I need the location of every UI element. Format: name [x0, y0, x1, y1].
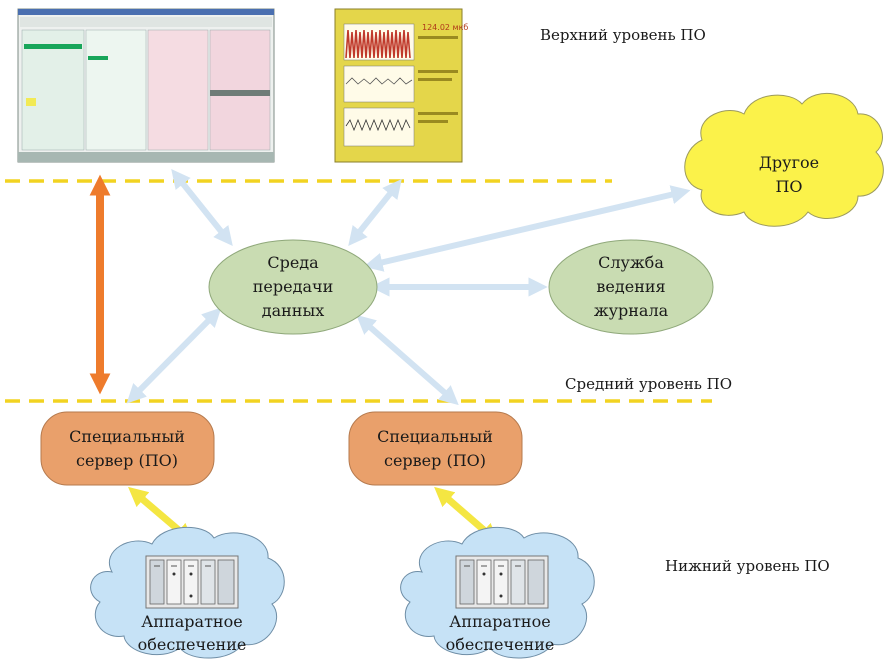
hardware-left-line-2: обеспечение	[138, 635, 247, 654]
data-transfer-medium: Среда передачи данных	[208, 239, 378, 335]
other-software-line-1: Другое	[759, 153, 819, 172]
hardware-left-line-1: Аппаратное	[141, 612, 242, 631]
media-line-2: передачи	[253, 277, 333, 296]
hardware-left: Аппаратное обеспечение	[90, 526, 285, 659]
special-server-right: Специальный сервер (ПО)	[348, 411, 523, 486]
hardware-right: Аппаратное обеспечение	[400, 526, 595, 659]
other-software-cloud: Другое ПО	[684, 92, 884, 227]
journal-line-2: ведения	[596, 277, 665, 296]
monitor-value: 124.02 мкб	[422, 23, 468, 32]
media-line-1: Среда	[267, 253, 319, 272]
server-right-line-2: сервер (ПО)	[384, 451, 486, 470]
server-left-line-2: сервер (ПО)	[76, 451, 178, 470]
arrow-screen2-media	[348, 179, 402, 246]
journal-line-3: журнала	[594, 301, 669, 320]
journal-line-1: Служба	[598, 253, 664, 272]
hardware-rack-icon	[455, 555, 549, 609]
hardware-right-line-1: Аппаратное	[449, 612, 550, 631]
special-server-left: Специальный сервер (ПО)	[40, 411, 215, 486]
monitor-app-screenshot: 124.02 мкб	[334, 8, 468, 163]
hardware-rack-icon	[145, 555, 239, 609]
hardware-right-line-2: обеспечение	[446, 635, 555, 654]
level-label-middle: Средний уровень ПО	[565, 375, 732, 393]
logging-service: Служба ведения журнала	[548, 239, 714, 335]
arrow-server-right-media	[356, 314, 459, 406]
level-label-top: Верхний уровень ПО	[540, 26, 706, 44]
arrow-server-left-media	[126, 307, 222, 404]
server-left-line-1: Специальный	[69, 427, 185, 446]
main-app-screenshot	[17, 8, 275, 163]
level-label-bottom: Нижний уровень ПО	[665, 557, 830, 575]
server-right-line-1: Специальный	[377, 427, 493, 446]
other-software-line-2: ПО	[775, 177, 802, 196]
arrow-screen1-media	[171, 169, 233, 246]
arrow-other-media	[363, 185, 691, 272]
media-line-3: данных	[262, 301, 324, 320]
